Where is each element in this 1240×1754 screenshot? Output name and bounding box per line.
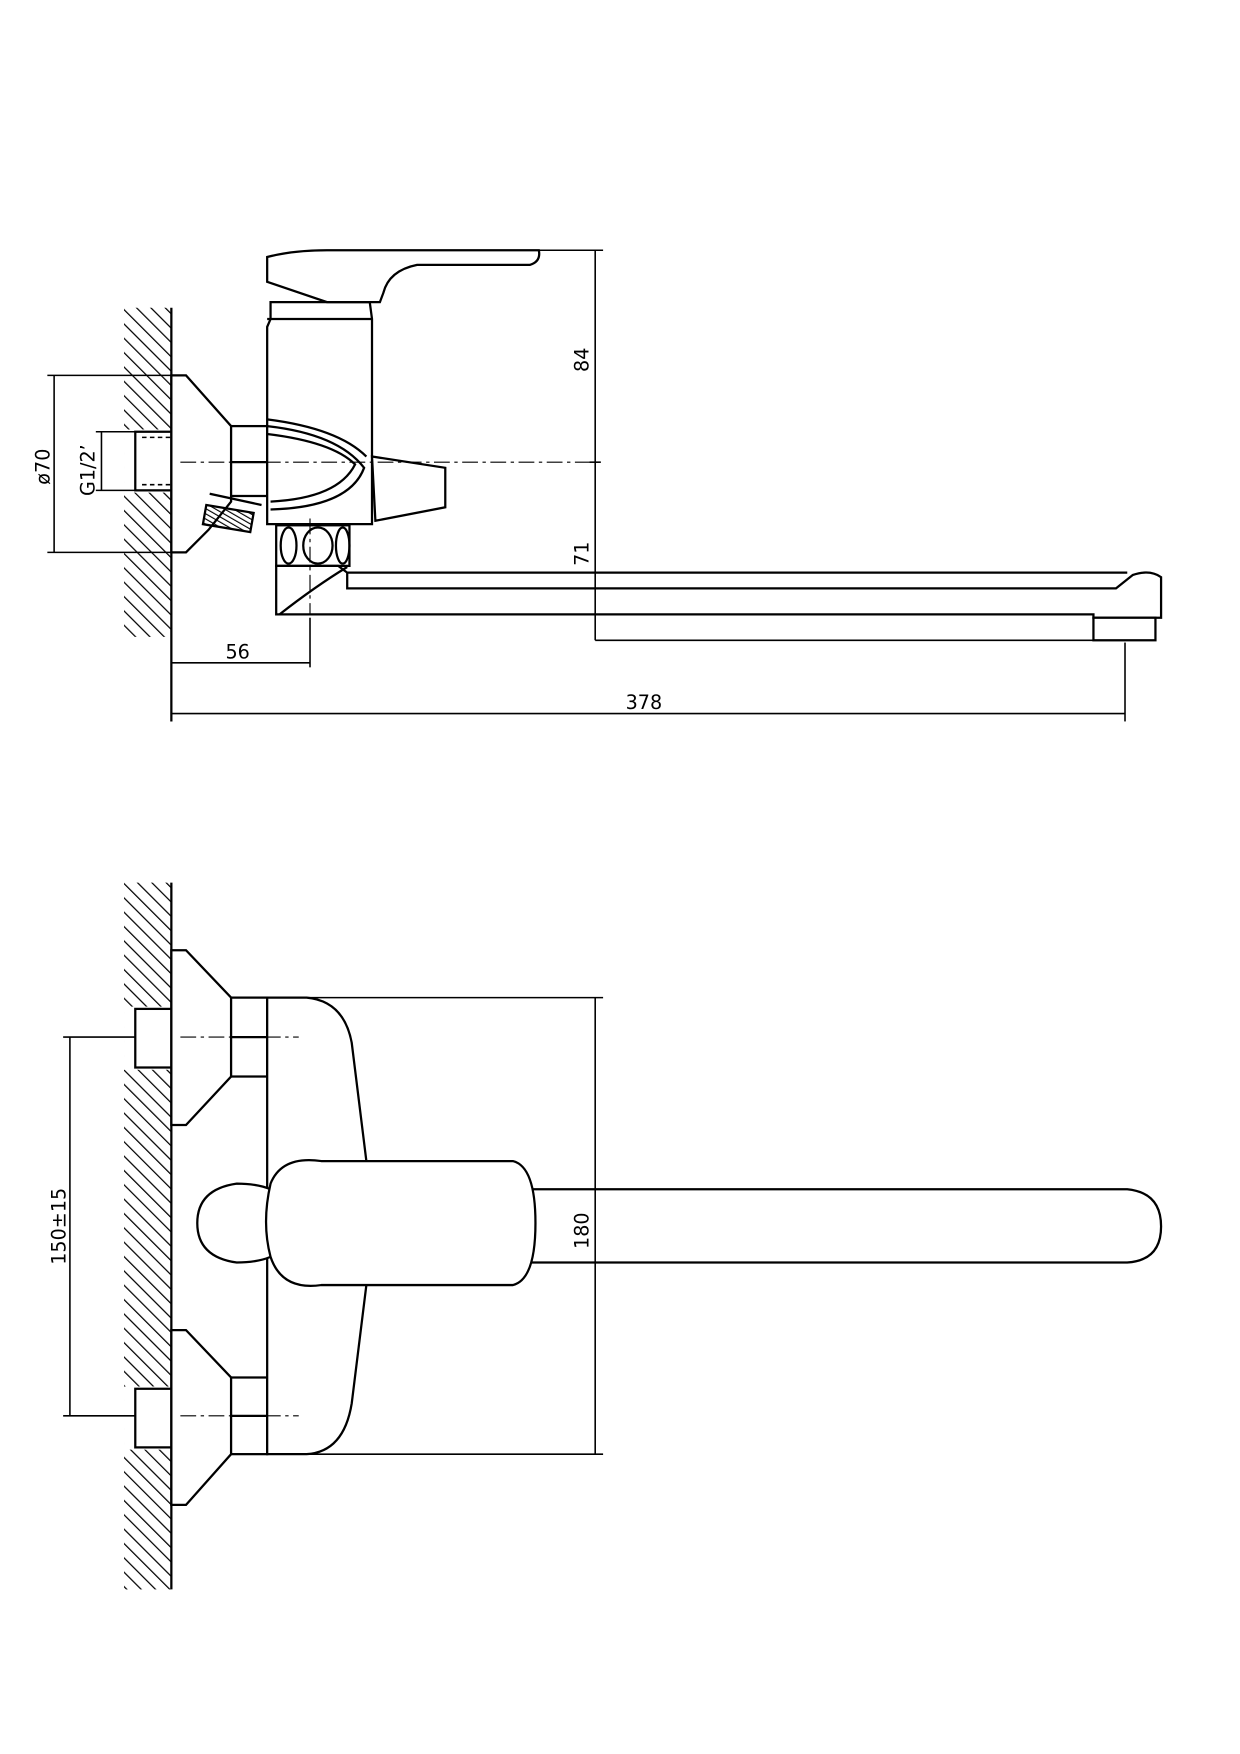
dimension-lines xyxy=(63,996,604,1455)
mixer-body xyxy=(266,300,374,526)
diverter-knob xyxy=(370,455,447,523)
lever-handle xyxy=(266,249,541,304)
escutcheon-lower xyxy=(170,1329,233,1507)
dim-180-label: 180 xyxy=(570,1212,593,1249)
inlet-nipple-lower xyxy=(134,1387,173,1449)
dim-71-label: 71 xyxy=(570,541,593,565)
spout xyxy=(523,1188,1163,1264)
lever-handle xyxy=(264,1159,537,1287)
top-view: 180 150±15 xyxy=(47,882,1163,1590)
dim-56-label: 56 xyxy=(225,640,249,663)
inlet-nipple xyxy=(134,430,173,492)
side-view: 84 71 56 378 ø70 G1/2’ xyxy=(32,249,1163,722)
dim-378-label: 378 xyxy=(626,691,663,714)
aerator xyxy=(1092,616,1157,642)
dim-diameter-label: ø70 xyxy=(32,449,55,485)
dim-150-label: 150±15 xyxy=(47,1188,70,1265)
dimension-lines xyxy=(47,249,1126,722)
dim-84-label: 84 xyxy=(570,348,593,372)
shower-hose-connector xyxy=(201,503,255,534)
cartridge-cap xyxy=(196,1182,272,1264)
dim-thread-label: G1/2’ xyxy=(77,444,100,496)
inlet-nipple-upper xyxy=(134,1007,173,1069)
wall-hatch xyxy=(124,882,172,1590)
